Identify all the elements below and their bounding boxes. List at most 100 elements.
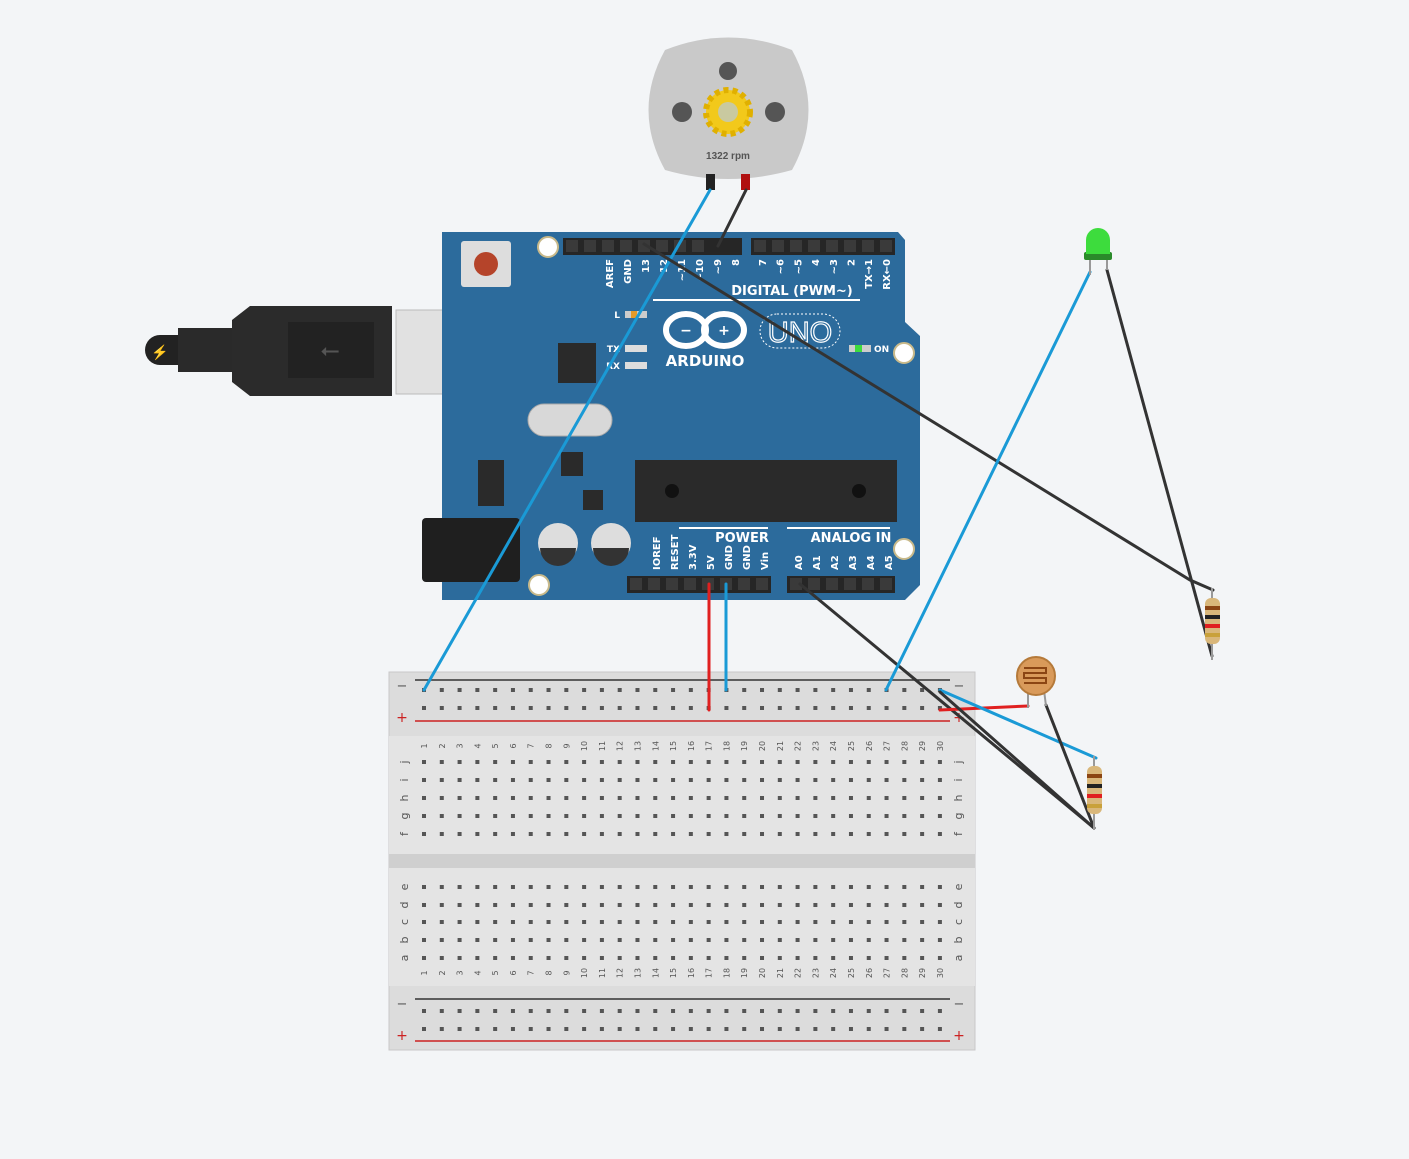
rail-hole[interactable]: [742, 688, 747, 692]
wire-resistor-gnd[interactable]: [938, 688, 1098, 760]
breadboard-hole[interactable]: [528, 760, 533, 764]
header-pin[interactable]: [862, 240, 874, 252]
breadboard-hole[interactable]: [866, 832, 871, 836]
breadboard-hole[interactable]: [599, 814, 604, 818]
breadboard-hole[interactable]: [813, 832, 818, 836]
header-pin[interactable]: [566, 240, 578, 252]
rail-hole[interactable]: [795, 706, 800, 710]
breadboard-hole[interactable]: [671, 956, 676, 960]
breadboard-hole[interactable]: [439, 814, 444, 818]
rail-hole[interactable]: [760, 688, 765, 692]
breadboard-hole[interactable]: [813, 938, 818, 942]
rail-hole[interactable]: [724, 1009, 729, 1013]
breadboard-hole[interactable]: [653, 832, 658, 836]
breadboard-hole[interactable]: [457, 778, 462, 782]
breadboard-hole[interactable]: [760, 814, 765, 818]
rail-hole[interactable]: [564, 1027, 569, 1031]
breadboard-hole[interactable]: [457, 832, 462, 836]
breadboard-hole[interactable]: [706, 903, 711, 907]
rail-hole[interactable]: [920, 1027, 925, 1031]
breadboard-hole[interactable]: [866, 778, 871, 782]
breadboard-hole[interactable]: [920, 760, 925, 764]
breadboard-hole[interactable]: [493, 832, 498, 836]
breadboard-hole[interactable]: [510, 760, 515, 764]
rail-hole[interactable]: [902, 1027, 907, 1031]
rail-hole[interactable]: [777, 688, 782, 692]
breadboard-hole[interactable]: [617, 920, 622, 924]
rail-hole[interactable]: [777, 1009, 782, 1013]
wire-motor-gnd[interactable]: [422, 188, 712, 692]
breadboard-hole[interactable]: [920, 796, 925, 800]
breadboard-hole[interactable]: [493, 920, 498, 924]
breadboard-hole[interactable]: [937, 832, 942, 836]
rail-hole[interactable]: [742, 1009, 747, 1013]
breadboard-hole[interactable]: [582, 938, 587, 942]
rail-hole[interactable]: [422, 1027, 426, 1031]
breadboard-hole[interactable]: [564, 885, 569, 889]
header-pin[interactable]: [630, 578, 642, 590]
header-pin[interactable]: [844, 578, 856, 590]
breadboard-hole[interactable]: [742, 938, 747, 942]
breadboard-hole[interactable]: [635, 956, 640, 960]
breadboard-hole[interactable]: [831, 920, 836, 924]
breadboard-hole[interactable]: [546, 760, 551, 764]
analog-header[interactable]: [787, 576, 895, 593]
header-pin[interactable]: [692, 240, 704, 252]
breadboard-hole[interactable]: [760, 903, 765, 907]
breadboard-hole[interactable]: [671, 760, 676, 764]
breadboard-hole[interactable]: [937, 760, 942, 764]
breadboard-hole[interactable]: [831, 938, 836, 942]
breadboard-hole[interactable]: [742, 778, 747, 782]
breadboard-hole[interactable]: [564, 832, 569, 836]
breadboard-hole[interactable]: [831, 760, 836, 764]
rail-hole[interactable]: [510, 706, 515, 710]
breadboard-hole[interactable]: [777, 885, 782, 889]
rail-hole[interactable]: [510, 1009, 515, 1013]
rail-hole[interactable]: [813, 1027, 818, 1031]
breadboard-hole[interactable]: [688, 956, 693, 960]
header-pin[interactable]: [772, 240, 784, 252]
rail-hole[interactable]: [742, 706, 747, 710]
rail-hole[interactable]: [671, 1027, 676, 1031]
rail-hole[interactable]: [582, 1009, 587, 1013]
breadboard[interactable]: − + − + − + − + 112233445566778899101011…: [388, 671, 976, 1051]
breadboard-hole[interactable]: [671, 938, 676, 942]
breadboard-hole[interactable]: [546, 956, 551, 960]
breadboard-hole[interactable]: [920, 814, 925, 818]
breadboard-hole[interactable]: [653, 778, 658, 782]
breadboard-hole[interactable]: [706, 760, 711, 764]
breadboard-hole[interactable]: [884, 796, 889, 800]
breadboard-hole[interactable]: [439, 903, 444, 907]
rail-hole[interactable]: [866, 1027, 871, 1031]
breadboard-hole[interactable]: [617, 760, 622, 764]
breadboard-hole[interactable]: [564, 956, 569, 960]
rail-hole[interactable]: [422, 1009, 426, 1013]
breadboard-hole[interactable]: [795, 796, 800, 800]
breadboard-hole[interactable]: [688, 885, 693, 889]
rail-hole[interactable]: [439, 1027, 444, 1031]
breadboard-hole[interactable]: [866, 903, 871, 907]
breadboard-hole[interactable]: [439, 920, 444, 924]
rail-hole[interactable]: [920, 1009, 925, 1013]
breadboard-hole[interactable]: [510, 832, 515, 836]
breadboard-hole[interactable]: [884, 885, 889, 889]
rail-hole[interactable]: [510, 1027, 515, 1031]
breadboard-hole[interactable]: [564, 938, 569, 942]
rail-hole[interactable]: [635, 706, 640, 710]
breadboard-hole[interactable]: [706, 796, 711, 800]
breadboard-hole[interactable]: [831, 778, 836, 782]
breadboard-hole[interactable]: [777, 903, 782, 907]
wire-a0[interactable]: [798, 582, 1096, 830]
breadboard-hole[interactable]: [742, 814, 747, 818]
rail-hole[interactable]: [439, 688, 444, 692]
rail-hole[interactable]: [777, 1027, 782, 1031]
rail-hole[interactable]: [813, 1009, 818, 1013]
breadboard-hole[interactable]: [831, 832, 836, 836]
wire-motor-pin9[interactable]: [716, 188, 748, 248]
breadboard-hole[interactable]: [653, 903, 658, 907]
breadboard-hole[interactable]: [599, 920, 604, 924]
breadboard-hole[interactable]: [724, 796, 729, 800]
breadboard-hole[interactable]: [671, 885, 676, 889]
rail-hole[interactable]: [617, 1009, 622, 1013]
rail-hole[interactable]: [493, 1027, 498, 1031]
